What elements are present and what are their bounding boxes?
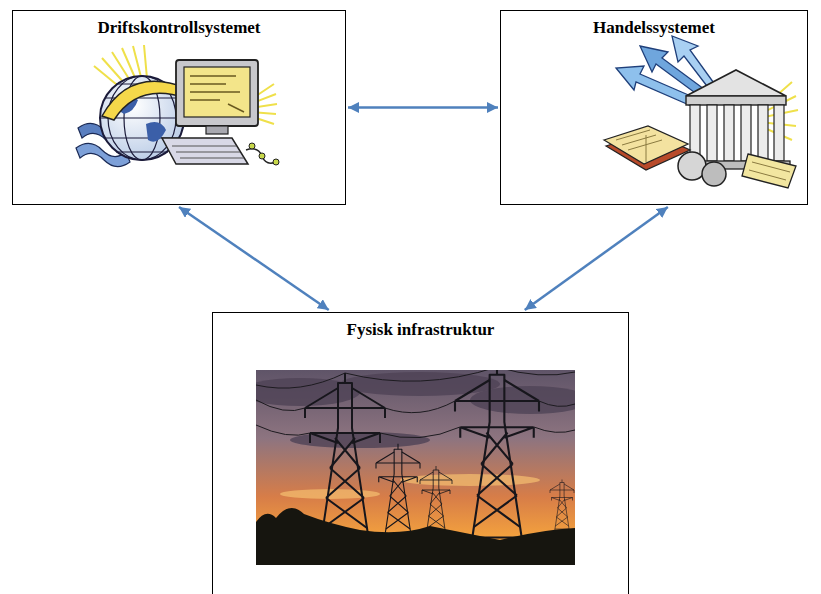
box-title: Fysisk infrastruktur — [347, 320, 495, 340]
control-system-clipart — [76, 45, 279, 167]
trade-system-clipart — [604, 36, 798, 188]
system-box: Fysisk infrastruktur — [212, 312, 629, 594]
box-title: Driftskontrollsystemet — [97, 18, 260, 38]
connector-arrow — [179, 207, 329, 310]
box-title: Handelssystemet — [593, 18, 715, 38]
system-box: Driftskontrollsystemet — [12, 10, 346, 205]
connector-arrow — [348, 106, 498, 109]
system-box: Handelssystemet — [500, 10, 808, 205]
power-line-photo — [256, 370, 575, 565]
connector-arrow — [525, 207, 668, 310]
